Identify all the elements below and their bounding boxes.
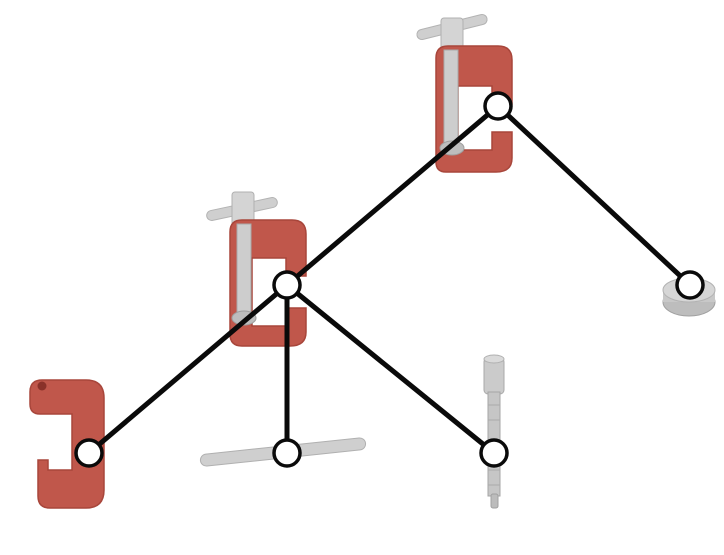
edge-mid-clamp-to-clamp-frame <box>86 282 290 456</box>
node-screw <box>479 438 509 468</box>
clamp-frame-image <box>29 379 105 509</box>
nodes-layer <box>74 91 705 468</box>
edge-top-clamp-to-swivel-pad <box>495 103 693 288</box>
node-top-clamp <box>483 91 513 121</box>
edge-top-clamp-to-mid-clamp <box>284 103 501 288</box>
node-mid-clamp <box>272 270 302 300</box>
node-t-handle <box>272 438 302 468</box>
mid-clamp-image <box>206 191 307 347</box>
edge-mid-clamp-to-screw <box>284 282 497 456</box>
node-swivel-pad <box>675 270 705 300</box>
screw-image <box>483 354 505 509</box>
node-clamp-frame <box>74 438 104 468</box>
edges-layer <box>86 103 693 456</box>
